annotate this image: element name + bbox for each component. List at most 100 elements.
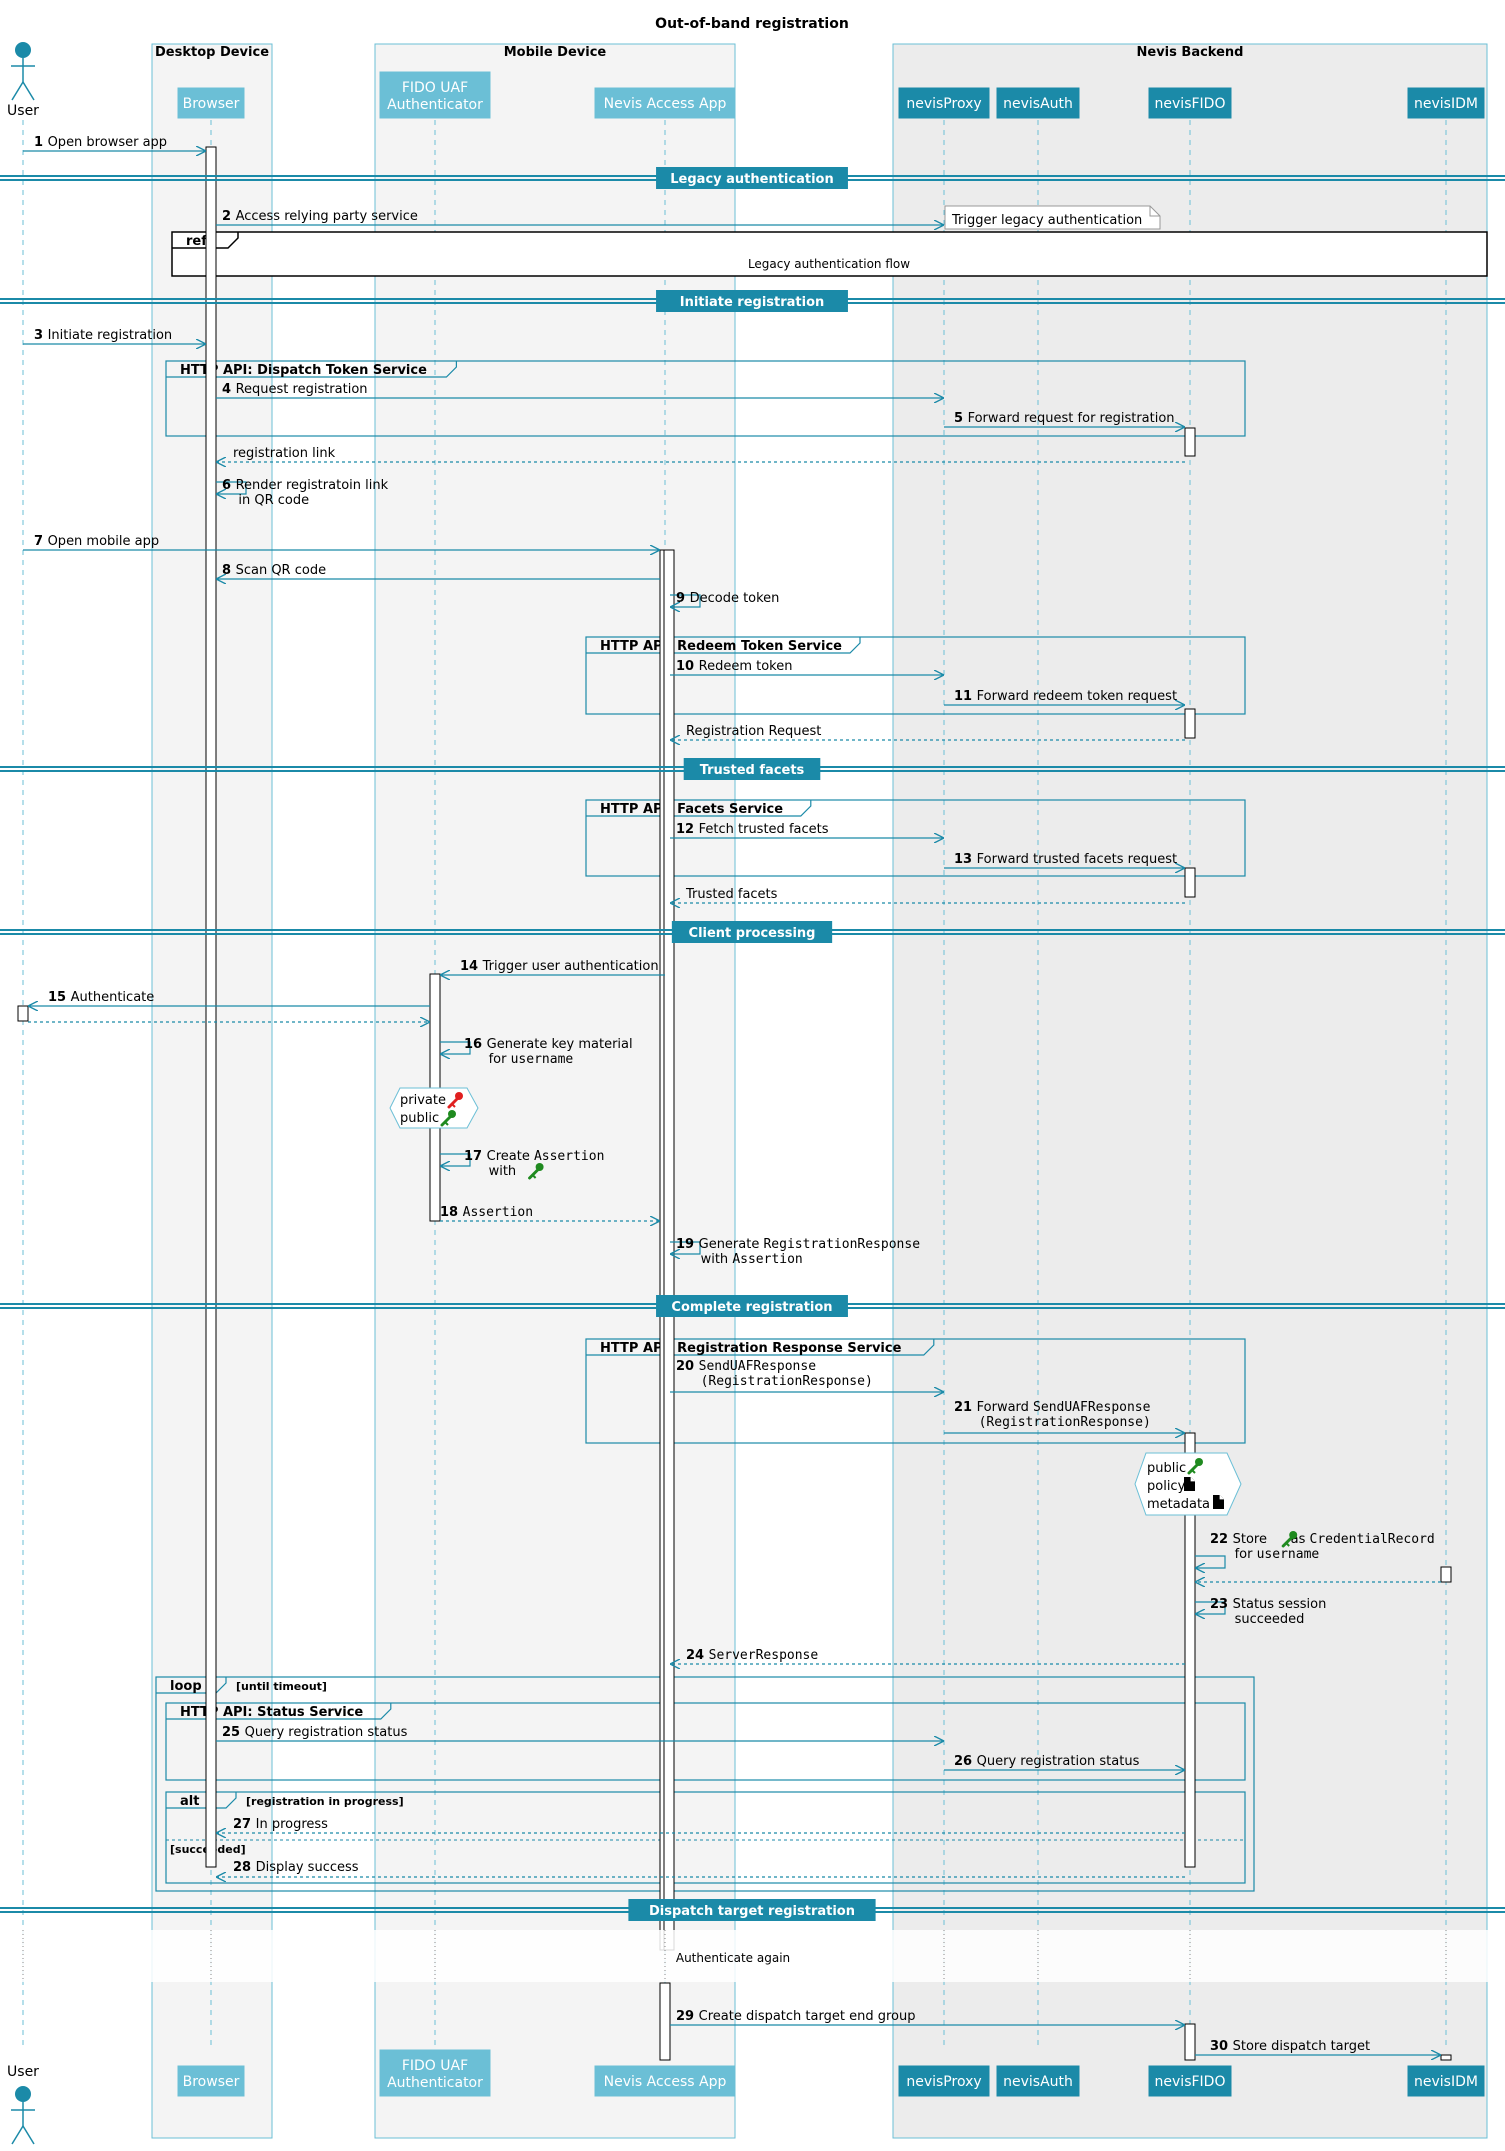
activation-bar xyxy=(17,1005,29,1022)
message-number: 17 xyxy=(464,1149,487,1164)
message: registration link xyxy=(216,446,1185,462)
message-text: 11 Forward redeem token request xyxy=(954,689,1177,704)
group-label: alt xyxy=(180,1794,199,1809)
document-icon xyxy=(1184,1477,1195,1491)
message-text: 7 Open mobile app xyxy=(34,534,159,549)
message-label: Status session xyxy=(1233,1597,1327,1612)
message-text: 30 Store dispatch target xyxy=(1210,2039,1370,2054)
group-rect xyxy=(155,1676,1255,1892)
message-arrow xyxy=(670,1241,701,1254)
divider: Dispatch target registration xyxy=(0,1899,1505,1921)
message: 9 Decode token xyxy=(670,591,779,607)
participant-box xyxy=(1148,2065,1232,2097)
group-condition: [until timeout] xyxy=(236,1680,327,1693)
message: 20 SendUAFResponse(RegistrationResponse) xyxy=(670,1359,944,1392)
divider-label-bg xyxy=(628,1899,876,1921)
group-tab xyxy=(166,1792,237,1809)
message-number: 19 xyxy=(676,1237,699,1252)
divider-label: Client processing xyxy=(689,926,816,941)
group-rect xyxy=(585,799,1246,877)
message-number: 28 xyxy=(233,1860,256,1875)
actor-user: User xyxy=(7,2064,39,2145)
actor-label: User xyxy=(7,2064,39,2080)
message-text: 15 Authenticate xyxy=(48,990,154,1005)
box-label: Nevis Backend xyxy=(1137,45,1244,60)
activation-bar xyxy=(1440,1566,1452,1583)
group-frame: HTTP API: Dispatch Token Service xyxy=(165,360,1246,437)
message-label: succeeded xyxy=(1235,1612,1305,1627)
key-shaft xyxy=(447,1097,459,1109)
hexagon-line: private xyxy=(400,1093,446,1108)
message-text: 27 In progress xyxy=(233,1817,328,1832)
key-bit xyxy=(1285,1542,1290,1547)
participant-box xyxy=(898,87,990,119)
message-number: 29 xyxy=(676,2009,699,2024)
message-label: Store dispatch target xyxy=(1233,2039,1371,2054)
message-arrow xyxy=(440,1153,471,1166)
message-label: Forward request for registration xyxy=(968,411,1175,426)
group-tab xyxy=(586,800,812,817)
message-label: Create xyxy=(487,1149,534,1164)
message-label: Initiate registration xyxy=(48,328,173,343)
message-text: 10 Redeem token xyxy=(676,659,792,674)
message-number: 18 xyxy=(440,1205,463,1220)
message: 18 Assertion xyxy=(440,1205,660,1221)
participant-box xyxy=(1407,2065,1485,2097)
message-code: SendUAFResponse xyxy=(699,1359,817,1374)
message-code: Assertion xyxy=(732,1252,802,1267)
participant-box xyxy=(379,71,491,119)
message-number: 20 xyxy=(676,1359,699,1374)
message-text: (RegistrationResponse) xyxy=(701,1374,873,1389)
message: 5 Forward request for registration xyxy=(944,411,1185,427)
note: Trigger legacy authentication xyxy=(944,205,1161,230)
group-label: HTTP API: Redeem Token Service xyxy=(600,639,842,654)
message-label: Redeem token xyxy=(699,659,793,674)
message-label: with xyxy=(489,1164,521,1179)
participant-label: nevisFIDO xyxy=(1155,96,1226,112)
activation-bar xyxy=(1184,427,1196,457)
activation-bar xyxy=(1184,867,1196,898)
participant-label: nevisProxy xyxy=(906,2074,981,2090)
message-number: 10 xyxy=(676,659,699,674)
message-text: 2 Access relying party service xyxy=(222,209,418,224)
activation-bar xyxy=(1184,1432,1196,1868)
hexagon-line: public xyxy=(400,1111,439,1126)
document-fold xyxy=(1190,1477,1195,1482)
message-label: Query registration status xyxy=(977,1754,1140,1769)
group-tab xyxy=(166,361,457,378)
group-label: loop xyxy=(170,1679,202,1694)
message-label: for xyxy=(1235,1547,1257,1562)
message-label: Store xyxy=(1233,1532,1272,1547)
message-number: 24 xyxy=(686,1648,709,1663)
message-label: Decode token xyxy=(690,591,780,606)
activation-bar xyxy=(663,549,675,1951)
message-label: Render registratoin link xyxy=(236,478,389,493)
participant-idm: nevisIDM xyxy=(1407,87,1485,119)
divider-label: Initiate registration xyxy=(680,295,825,310)
key-icon xyxy=(1187,1458,1203,1475)
ref-label: ref xyxy=(186,234,207,249)
message: 27 In progress xyxy=(216,1817,1185,1833)
divider-label-bg xyxy=(671,921,833,943)
message-number: 11 xyxy=(954,689,977,704)
activation-bar xyxy=(659,1982,671,2061)
participant-label: nevisAuth xyxy=(1003,96,1073,112)
group-tab xyxy=(166,1703,392,1720)
activation-bar xyxy=(1440,2054,1452,2061)
divider-label-bg xyxy=(656,1295,848,1317)
participant-box xyxy=(177,87,245,119)
message-text: 23 Status session xyxy=(1210,1597,1326,1612)
message-label: Forward trusted facets request xyxy=(977,852,1177,867)
message: 28 Display success xyxy=(216,1860,1185,1877)
message-label: Open mobile app xyxy=(48,534,160,549)
message: 3 Initiate registration xyxy=(23,328,206,344)
participant-nfido: nevisFIDO xyxy=(1148,2065,1232,2097)
message-text: 8 Scan QR code xyxy=(222,563,326,578)
message: 24 ServerResponse xyxy=(670,1648,1185,1664)
message-text: 4 Request registration xyxy=(222,382,368,397)
message-text: 21 Forward SendUAFResponse xyxy=(954,1400,1151,1415)
